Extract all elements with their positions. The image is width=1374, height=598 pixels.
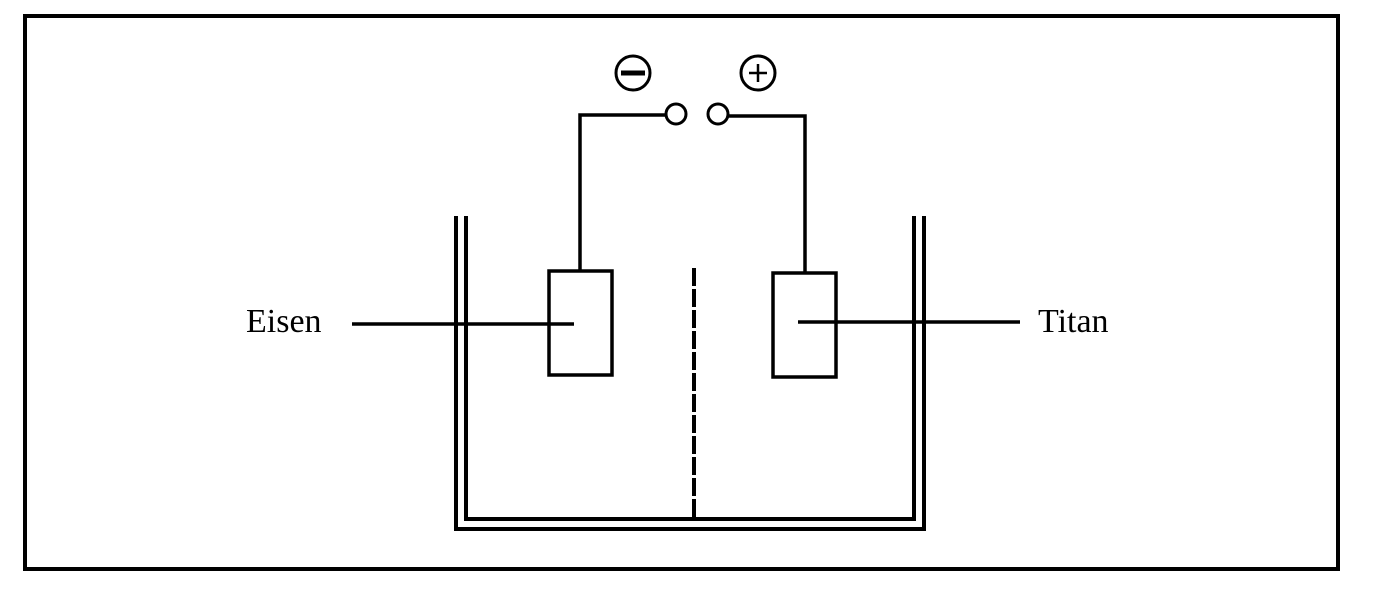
label-eisen: Eisen bbox=[246, 303, 322, 340]
wires bbox=[578, 113, 807, 273]
beaker-inner-wall bbox=[464, 216, 916, 521]
plus-icon bbox=[739, 54, 777, 92]
positive-terminal-contact bbox=[706, 102, 730, 126]
beaker-outer-wall bbox=[454, 216, 926, 531]
diagram-frame bbox=[23, 14, 1340, 571]
negative-terminal-contact bbox=[664, 102, 688, 126]
titanium-electrode bbox=[771, 271, 838, 379]
wire-positive bbox=[728, 114, 807, 273]
label-titan: Titan bbox=[1038, 303, 1109, 340]
minus-icon bbox=[614, 54, 652, 92]
beaker bbox=[454, 216, 926, 531]
wire-negative bbox=[578, 113, 666, 271]
